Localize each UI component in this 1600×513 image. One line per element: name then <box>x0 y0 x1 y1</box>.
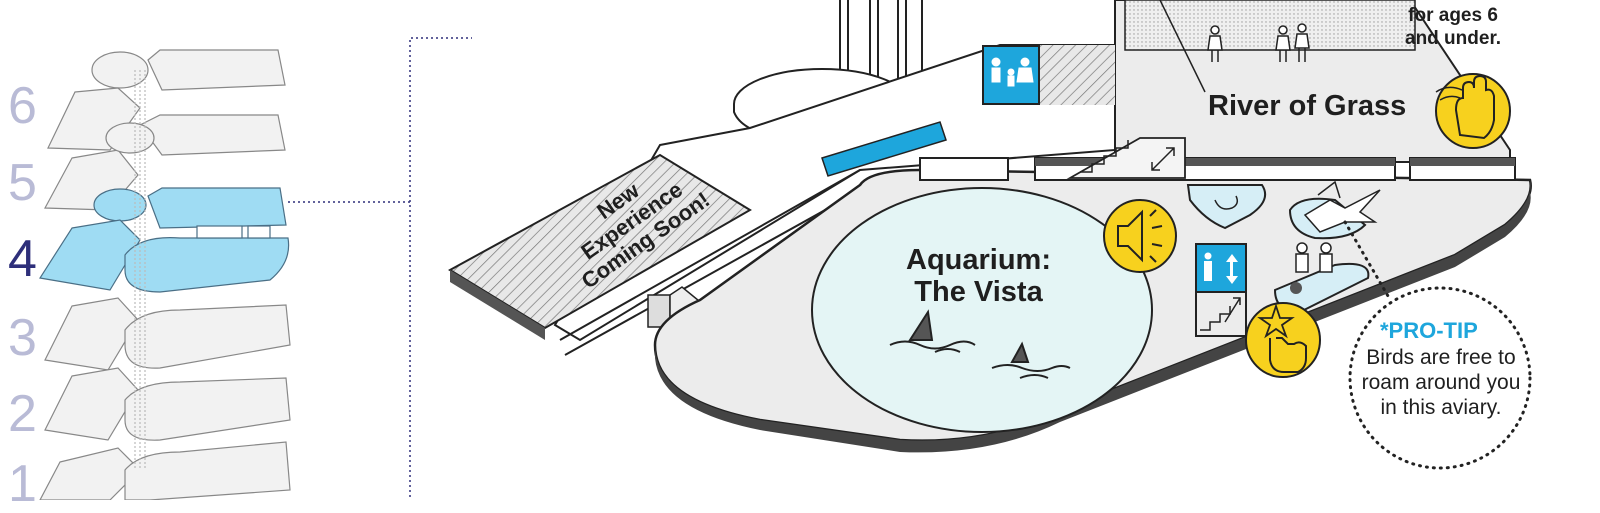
floor-5-number[interactable]: 5 <box>8 154 37 212</box>
speaker-sound-icon[interactable] <box>1103 199 1177 273</box>
floor-2-number[interactable]: 2 <box>8 385 37 443</box>
aquarium-label-line1: Aquarium: <box>906 244 1051 276</box>
pro-tip-title: *PRO-TIP <box>1380 318 1478 343</box>
pro-tip-text: Birds are free to roam around you in thi… <box>1361 346 1521 419</box>
floor-2-plan[interactable] <box>44 367 291 441</box>
restroom-elevator-icon[interactable] <box>1195 243 1247 293</box>
pro-tip-bubble <box>1343 220 1532 470</box>
floor-stack <box>39 49 291 500</box>
floor-4-gap-1 <box>196 225 243 239</box>
floor-3-number[interactable]: 3 <box>8 309 37 367</box>
ages-note-line2: and under. <box>1405 28 1502 49</box>
floor-3-plan[interactable] <box>44 297 291 371</box>
floor-1-number[interactable]: 1 <box>8 455 37 513</box>
floor-6-number[interactable]: 6 <box>8 77 37 135</box>
floor-4-plan[interactable] <box>39 187 290 293</box>
ages-note-line1: for ages 6 <box>1408 5 1498 26</box>
aquarium-tank <box>811 187 1153 433</box>
touch-pool <box>1273 262 1370 314</box>
shark-fin-icon <box>889 309 1071 379</box>
floor-6-plan[interactable] <box>47 49 286 151</box>
people-icon <box>1295 242 1333 273</box>
floor-4-gap-2 <box>247 225 271 239</box>
new-experience-zone <box>448 153 752 340</box>
hand-touch-icon[interactable] <box>1435 73 1511 149</box>
stairs-icon[interactable] <box>1195 291 1247 337</box>
river-of-grass-label: River of Grass <box>1208 90 1407 122</box>
family-restroom-icon[interactable] <box>982 45 1040 105</box>
shaft-lines <box>134 70 146 470</box>
ages-note: for ages 6 and under. <box>1405 4 1501 50</box>
floor-1-plan[interactable] <box>39 441 291 500</box>
elevators-banner[interactable] <box>821 121 947 177</box>
bird-icon <box>1303 180 1381 233</box>
floor-map-svg <box>39 0 1532 500</box>
map-stage: 6 5 4 3 2 1 River of Grass Aquarium: The… <box>8 0 1532 510</box>
floor-connector-line <box>288 37 472 500</box>
stairs-upper <box>1066 137 1186 179</box>
aquarium-label-line2: The Vista <box>914 276 1043 308</box>
floor-4-number[interactable]: 4 <box>8 230 37 288</box>
touch-starfish-icon[interactable] <box>1245 302 1321 378</box>
aquarium-label: Aquarium: The Vista <box>906 244 1051 308</box>
people-figures <box>1207 23 1310 62</box>
swan-pool <box>1186 184 1266 230</box>
